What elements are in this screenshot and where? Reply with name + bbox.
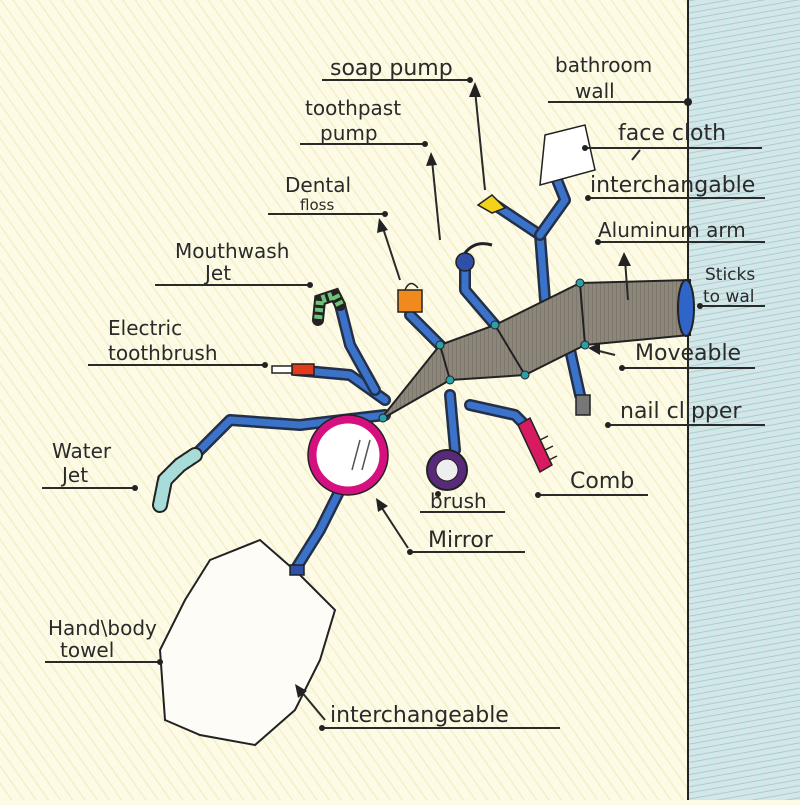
svg-text:Jet: Jet [60, 463, 88, 487]
label-sticks-to-wall: Sticks to wal [697, 265, 765, 309]
svg-text:pump: pump [320, 121, 378, 145]
svg-text:Sticks: Sticks [705, 265, 755, 285]
nail-clipper-icon [575, 394, 591, 416]
label-water-jet: Water Jet [42, 439, 138, 491]
svg-text:Hand\body: Hand\body [48, 616, 157, 640]
svg-text:to wal: to wal [703, 287, 755, 307]
pointer-arrows [295, 82, 641, 721]
svg-text:Mouthwash: Mouthwash [175, 239, 289, 263]
towel-icon [158, 538, 337, 747]
label-face-cloth: face cloth [582, 121, 762, 151]
svg-text:Comb: Comb [570, 469, 634, 494]
dental-floss-icon [397, 282, 423, 313]
label-bathroom-wall: bathroom wall [548, 53, 692, 106]
svg-text:Aluminum arm: Aluminum arm [598, 218, 746, 242]
label-aluminum-arm: Aluminum arm [595, 218, 765, 245]
label-brush: brush [420, 489, 505, 513]
svg-text:Electric: Electric [108, 316, 182, 340]
svg-text:interchangeable: interchangeable [330, 703, 509, 728]
comb-icon [517, 416, 558, 474]
label-mirror: Mirror [407, 528, 525, 555]
svg-text:soap pump: soap pump [330, 56, 453, 81]
svg-text:bathroom: bathroom [555, 53, 652, 77]
face-cloth-icon [539, 124, 596, 187]
brush-icon [426, 449, 468, 491]
svg-text:Jet: Jet [203, 261, 231, 285]
svg-text:interchangable: interchangable [590, 173, 755, 198]
mirror-icon [307, 414, 389, 496]
mouthwash-jet-icon [312, 287, 346, 326]
svg-text:face cloth: face cloth [618, 121, 726, 146]
label-nail-clipper: nail clipper [605, 399, 765, 428]
svg-text:nail clipper: nail clipper [620, 399, 742, 424]
electric-toothbrush-icon [271, 363, 315, 376]
label-moveable: Moveable [619, 341, 755, 371]
label-interchangeable-bottom: interchangeable [319, 703, 560, 731]
svg-text:towel: towel [60, 638, 114, 662]
label-hand-body-towel: Hand\body towel [45, 616, 163, 665]
svg-text:Mirror: Mirror [428, 528, 494, 553]
svg-text:floss: floss [300, 196, 334, 214]
label-electric-toothbrush: Electric toothbrush [88, 316, 268, 368]
label-interchangable-top: interchangable [585, 173, 765, 201]
water-jet-icon [152, 447, 203, 513]
label-dental-floss: Dental floss [268, 173, 388, 217]
svg-text:Dental: Dental [285, 173, 351, 197]
arm-limbs [189, 169, 586, 576]
svg-text:Water: Water [52, 439, 112, 463]
svg-text:toothbrush: toothbrush [108, 341, 218, 365]
label-soap-pump: soap pump [322, 56, 473, 83]
svg-text:Moveable: Moveable [635, 341, 741, 366]
label-mouthwash-jet: Mouthwash Jet [155, 239, 313, 288]
bathroom-wall [688, 0, 800, 800]
label-toothpaste-pump: toothpast pump [300, 96, 428, 147]
soap-pump-icon [476, 194, 507, 214]
label-comb: Comb [535, 469, 648, 498]
toothpaste-pump-icon [455, 242, 493, 272]
wall-mount-cup [677, 279, 695, 337]
svg-text:wall: wall [575, 79, 615, 103]
svg-text:toothpast: toothpast [305, 96, 401, 120]
